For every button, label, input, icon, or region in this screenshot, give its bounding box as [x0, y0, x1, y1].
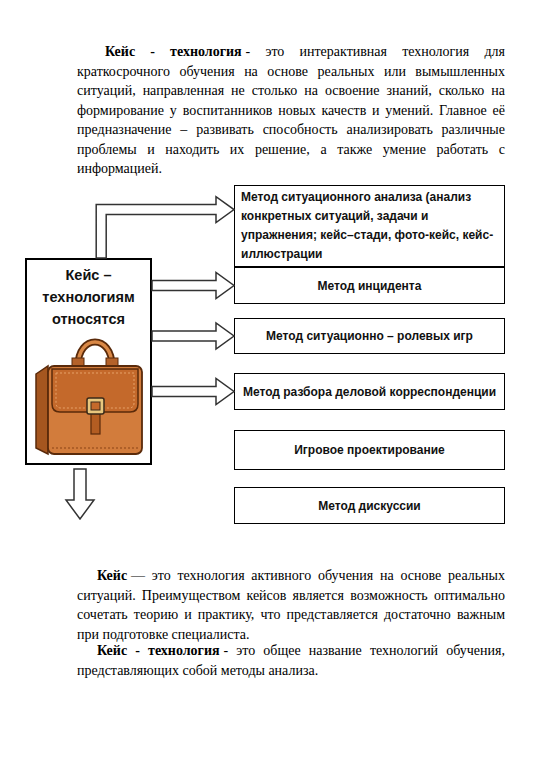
briefcase-illustration — [36, 342, 142, 454]
box-label: Метод инцидента — [241, 278, 498, 294]
term-bold: Кейс - технология — [105, 44, 242, 59]
term-bold: Кейс — [97, 568, 127, 583]
text-paragraph: Кейс - технология- это общее название те… — [77, 641, 505, 680]
box-label: Метод дискуссии — [241, 498, 498, 514]
text-paragraph: Кейс— это технология активного обучения … — [77, 566, 505, 644]
block-arrow — [152, 323, 234, 349]
block-arrow — [96, 197, 234, 258]
paragraph-text: — это технология активного обучения на о… — [77, 568, 505, 642]
method-box: Метод дискуссии — [234, 487, 505, 524]
stitching — [56, 373, 134, 408]
paragraph-text: - это интерактивная технология для кратк… — [77, 44, 505, 176]
method-box: Метод ситуационно – ролевых игр — [234, 318, 505, 354]
term-bold: Кейс - технология — [97, 643, 220, 658]
briefcase-body — [48, 366, 142, 454]
method-box: Метод инцидента — [234, 267, 505, 304]
box-label: Метод разбора деловой корреспонденции — [241, 384, 498, 400]
box-label: Метод ситуационного анализа (анализ конк… — [241, 188, 498, 264]
method-box: Метод разбора деловой корреспонденции — [234, 373, 505, 410]
text-paragraph: Кейс - технология- это интерактивная тех… — [77, 42, 505, 179]
box-label: Кейс – технологиям относятся — [31, 264, 146, 330]
handle-mount — [72, 358, 84, 368]
method-box: Метод ситуационного анализа (анализ конк… — [234, 185, 505, 267]
handle-mount — [106, 358, 118, 368]
box-label: Метод ситуационно – ролевых игр — [241, 328, 498, 344]
method-box: Игровое проектирование — [234, 430, 505, 470]
box-label: Игровое проектирование — [241, 442, 498, 458]
down-arrow — [66, 469, 94, 519]
category-box: Кейс – технологиям относятся — [25, 258, 152, 465]
briefcase-handle — [78, 342, 112, 366]
buckle-center — [91, 402, 100, 410]
briefcase-handle-highlight — [78, 342, 112, 366]
briefcase-side — [36, 366, 48, 454]
block-arrow — [152, 273, 234, 299]
stitching — [52, 448, 138, 449]
briefcase-flap — [52, 369, 138, 412]
briefcase-buckle — [87, 398, 104, 414]
briefcase-strap — [91, 404, 100, 434]
block-arrow — [152, 379, 234, 405]
